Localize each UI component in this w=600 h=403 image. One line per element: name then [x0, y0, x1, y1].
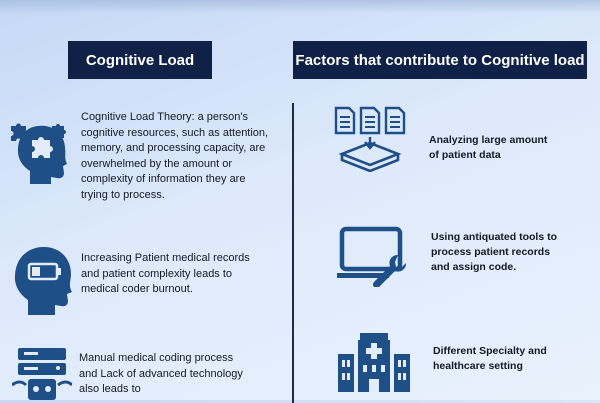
hospital-icon [338, 333, 410, 392]
right-item-text: Using antiquated tools to process patien… [431, 231, 557, 273]
top-edge-shade [0, 0, 600, 14]
left-item-text: Increasing Patient medical records and p… [81, 252, 250, 295]
column-divider [292, 103, 294, 403]
left-item-text: Manual medical coding process and Lack o… [79, 352, 243, 395]
right-item-text: Different Specialty and healthcare setti… [433, 345, 547, 372]
contributing-factors-header: Factors that contribute to Cognitive loa… [293, 41, 587, 79]
documents-inbox-icon [334, 106, 406, 172]
cognitive-load-header: Cognitive Load [68, 41, 212, 79]
laptop-wrench-icon [337, 226, 407, 287]
left-item-text: Cognitive Load Theory: a person's cognit… [81, 111, 269, 201]
head-battery-icon [14, 246, 72, 315]
server-robot-icon [12, 348, 72, 400]
head-puzzle-icon [11, 123, 67, 184]
right-item-text: Analyzing large amount of patient data [429, 134, 548, 161]
